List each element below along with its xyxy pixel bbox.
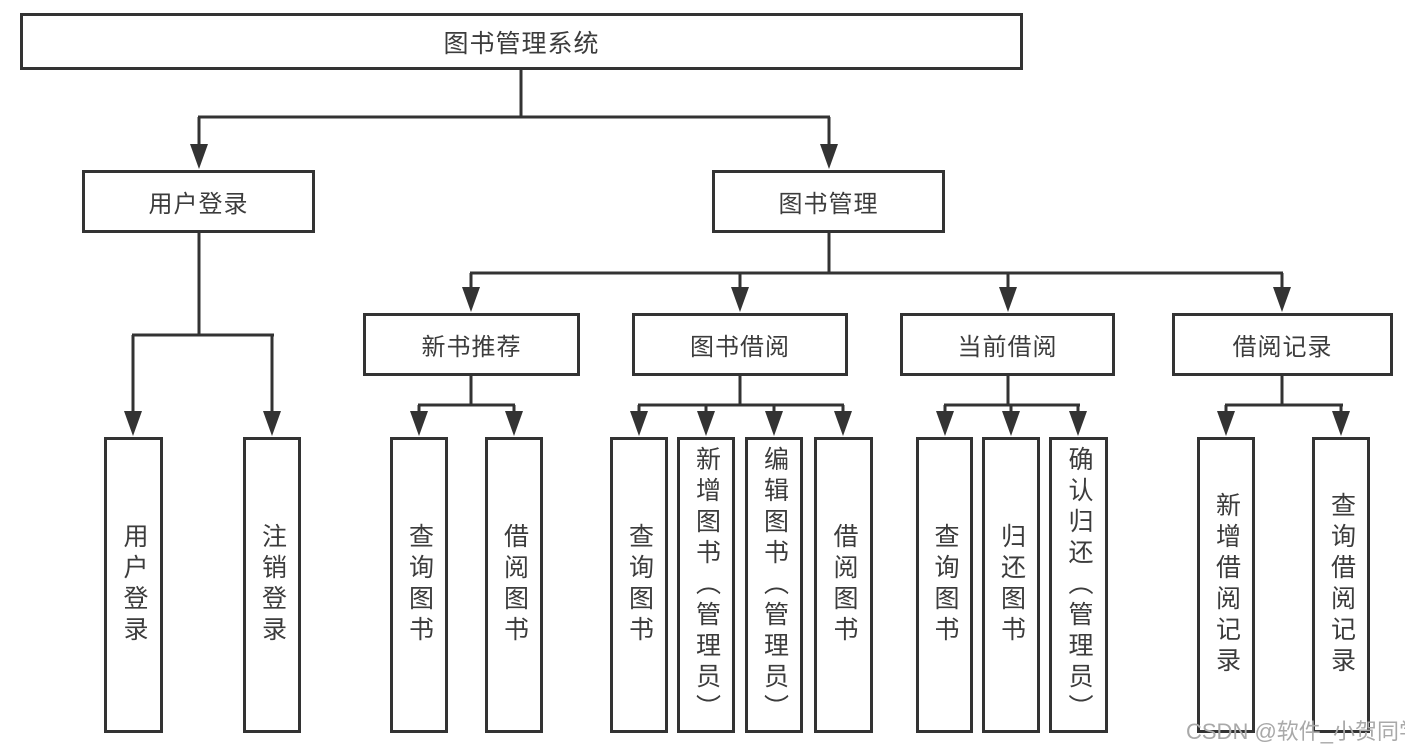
node-new-book-recommend: 新书推荐 <box>363 313 580 376</box>
arrowhead-icon <box>410 411 428 436</box>
node-root-label: 图书管理系统 <box>443 29 600 58</box>
arrowhead-icon <box>630 411 648 436</box>
leaf-logout: 注销登录 <box>243 437 301 733</box>
arrowhead-icon <box>462 287 480 312</box>
leaf-add-borrow-record-label: 新增借阅记录 <box>1212 492 1241 678</box>
leaf-borrow-books-newrec-label: 借阅图书 <box>500 523 529 647</box>
arrowhead-icon <box>505 411 523 436</box>
leaf-confirm-return-admin: 确认归还（管理员） <box>1049 437 1108 733</box>
leaf-add-books-admin: 新增图书（管理员） <box>677 437 735 733</box>
leaf-edit-books-admin: 编辑图书（管理员） <box>745 437 803 733</box>
arrowhead-icon <box>1002 411 1020 436</box>
leaf-confirm-return-admin-label: 确认归还（管理员） <box>1065 445 1093 725</box>
arrowhead-icon <box>936 411 954 436</box>
leaf-query-books-current-label: 查询图书 <box>931 523 959 647</box>
arrowhead-icon <box>1332 411 1350 436</box>
leaf-borrow-books: 借阅图书 <box>814 437 873 733</box>
connector-root-to-level2 <box>190 70 838 169</box>
arrowhead-icon <box>731 287 749 312</box>
leaf-add-books-admin-label: 新增图书（管理员） <box>692 445 721 725</box>
arrowhead-icon <box>697 411 715 436</box>
arrowhead-icon <box>1273 287 1291 312</box>
leaf-logout-label: 注销登录 <box>258 523 287 647</box>
node-user-login-label: 用户登录 <box>148 191 249 218</box>
leaf-query-books-borrow-label: 查询图书 <box>625 523 654 647</box>
leaf-borrow-books-label: 借阅图书 <box>830 523 858 647</box>
connector-borrow-to-leaves <box>630 376 852 436</box>
connector-bookmgmt-to-level3 <box>462 233 1291 312</box>
leaf-query-borrow-record-label: 查询借阅记录 <box>1327 492 1356 678</box>
leaf-add-borrow-record: 新增借阅记录 <box>1197 437 1255 733</box>
arrowhead-icon <box>999 287 1017 312</box>
node-new-book-recommend-label: 新书推荐 <box>421 334 522 361</box>
node-user-login: 用户登录 <box>82 170 315 233</box>
node-book-borrow-label: 图书借阅 <box>690 334 790 361</box>
leaf-borrow-books-newrec: 借阅图书 <box>485 437 543 733</box>
arrowhead-icon <box>190 144 208 169</box>
leaf-user-login-label: 用户登录 <box>120 523 148 647</box>
leaf-query-borrow-record: 查询借阅记录 <box>1312 437 1370 733</box>
connector-current-to-leaves <box>936 376 1087 436</box>
node-book-management: 图书管理 <box>712 170 945 233</box>
leaf-query-books-newrec-label: 查询图书 <box>405 523 434 647</box>
leaf-edit-books-admin-label: 编辑图书（管理员） <box>760 445 789 725</box>
arrowhead-icon <box>1069 411 1087 436</box>
leaf-user-login: 用户登录 <box>104 437 163 733</box>
connector-newrec-to-leaves <box>410 376 523 436</box>
leaf-query-books-newrec: 查询图书 <box>390 437 448 733</box>
node-borrow-records-label: 借阅记录 <box>1232 334 1333 361</box>
arrowhead-icon <box>765 411 783 436</box>
leaf-query-books-borrow: 查询图书 <box>610 437 668 733</box>
arrowhead-icon <box>263 411 281 436</box>
arrowhead-icon <box>820 144 838 169</box>
leaf-return-books-label: 归还图书 <box>997 523 1026 647</box>
arrowhead-icon <box>1217 411 1235 436</box>
node-current-borrow-label: 当前借阅 <box>957 334 1058 361</box>
node-current-borrow: 当前借阅 <box>900 313 1115 376</box>
arrowhead-icon <box>124 411 142 436</box>
connector-records-to-leaves <box>1217 376 1350 436</box>
leaf-return-books: 归还图书 <box>982 437 1040 733</box>
node-book-borrow: 图书借阅 <box>632 313 848 376</box>
node-book-management-label: 图书管理 <box>778 191 879 218</box>
leaf-query-books-current: 查询图书 <box>916 437 973 733</box>
connector-userlogin-to-leaves <box>124 233 281 436</box>
node-borrow-records: 借阅记录 <box>1172 313 1393 376</box>
arrowhead-icon <box>834 411 852 436</box>
watermark: CSDN @软件_小贺同学 <box>1186 719 1405 744</box>
node-root: 图书管理系统 <box>20 13 1023 70</box>
